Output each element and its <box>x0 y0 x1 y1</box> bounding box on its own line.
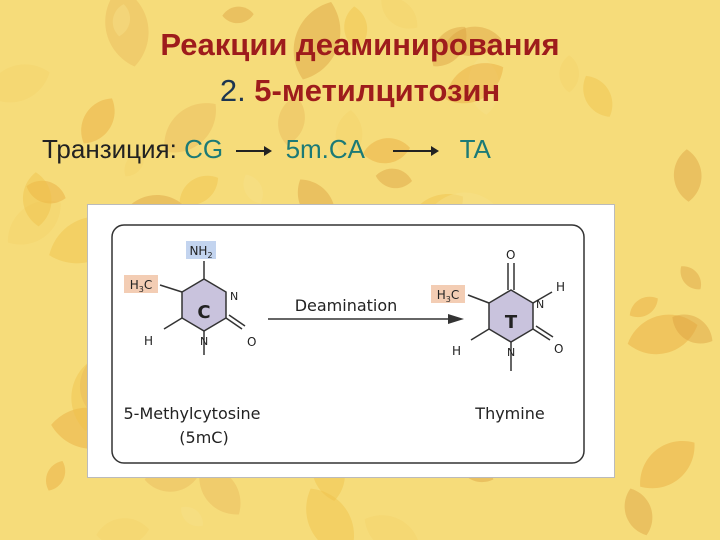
leaf-decoration <box>222 6 254 24</box>
leaf-decoration <box>640 441 695 489</box>
methyl-highlight-right <box>431 285 465 303</box>
methyl-label-left: H3C <box>130 278 153 294</box>
right-o4: O <box>506 248 515 262</box>
transition-label: Транзиция: <box>42 134 185 164</box>
leaf-decoration <box>243 174 263 204</box>
leaf-decoration <box>559 55 579 93</box>
deamination-figure: NH2 H3C C N N O H Deamination O H3C <box>87 204 615 478</box>
leaf-decoration <box>124 152 144 177</box>
transition-arrow-2 <box>392 146 439 157</box>
thymine-molecule: O H3C T N H N O H <box>431 248 565 371</box>
leaf-decoration <box>624 488 653 536</box>
leaf-decoration <box>468 55 500 115</box>
leaf-decoration <box>627 314 698 355</box>
right-h6: H <box>452 344 461 358</box>
subtitle-text: 5-метилцитозин <box>245 73 501 108</box>
leaf-decoration <box>672 314 713 344</box>
leaf-decoration <box>673 149 702 202</box>
deamination-diagram: NH2 H3C C N N O H Deamination O H3C <box>111 224 585 464</box>
leaf-decoration <box>0 64 50 103</box>
transition-from: CG <box>184 134 224 164</box>
slide-title: Реакции деаминирования <box>160 27 560 62</box>
leaf-decoration <box>164 103 216 153</box>
leaf-decoration <box>306 488 354 540</box>
methylcytosine-caption: 5-Methylcytosine <box>123 404 260 423</box>
leaf-decoration <box>105 0 149 67</box>
right-n3: N <box>536 298 544 311</box>
leaf-decoration <box>363 138 410 164</box>
slide-subtitle: 2. 5-метилцитозин <box>0 72 720 110</box>
leaf-decoration <box>7 200 61 245</box>
right-n1: N <box>507 346 515 359</box>
right-o2: O <box>554 342 563 356</box>
transition-mid: 5m.CA <box>285 134 364 164</box>
leaf-decoration <box>344 6 368 50</box>
leaf-decoration <box>278 96 305 145</box>
ring-letter-t: T <box>505 312 518 333</box>
deamination-arrowhead <box>448 314 464 324</box>
leaf-decoration <box>293 1 341 80</box>
methylcytosine-molecule: NH2 H3C C N N O H <box>124 241 256 355</box>
methyl-label-right: H3C <box>437 288 460 304</box>
leaf-decoration <box>179 175 219 205</box>
amine-label: NH2 <box>189 244 212 260</box>
leaf-decoration <box>181 506 203 527</box>
leaf-decoration <box>680 266 702 290</box>
transition-to: TA <box>459 134 491 164</box>
leaf-decoration <box>381 0 418 29</box>
leaf-decoration <box>46 461 66 491</box>
right-h3: H <box>556 280 565 294</box>
inner-frame <box>111 224 585 464</box>
left-o2: O <box>247 335 256 349</box>
methylcytosine-abbrev: (5mC) <box>179 428 228 447</box>
leaf-decoration <box>375 168 413 189</box>
amine-highlight <box>186 241 216 259</box>
leaf-decoration <box>112 4 130 37</box>
leaf-decoration <box>445 26 502 57</box>
transition-arrow-1 <box>236 146 273 157</box>
thymine-caption: Thymine <box>474 404 544 423</box>
ring-letter-c: C <box>197 302 210 323</box>
leaf-decoration <box>23 172 52 227</box>
left-n1: N <box>200 335 208 348</box>
left-n3: N <box>230 290 238 303</box>
leaf-decoration <box>199 465 241 515</box>
leaf-decoration <box>445 63 504 104</box>
leaf-decoration <box>81 98 115 144</box>
leaf-decoration <box>335 110 363 161</box>
leaf-decoration <box>629 296 658 318</box>
leaf-decoration <box>364 515 421 540</box>
subtitle-number: 2. <box>219 73 246 108</box>
transition-line: Транзиция: CG 5m.CA TA <box>42 134 491 165</box>
leaf-decoration <box>432 26 467 67</box>
leaf-decoration <box>26 180 66 204</box>
leaf-decoration <box>583 75 613 117</box>
left-h6: H <box>144 334 153 348</box>
methyl-highlight-left <box>124 275 158 293</box>
deamination-label: Deamination <box>295 296 398 315</box>
leaf-decoration <box>96 518 150 540</box>
